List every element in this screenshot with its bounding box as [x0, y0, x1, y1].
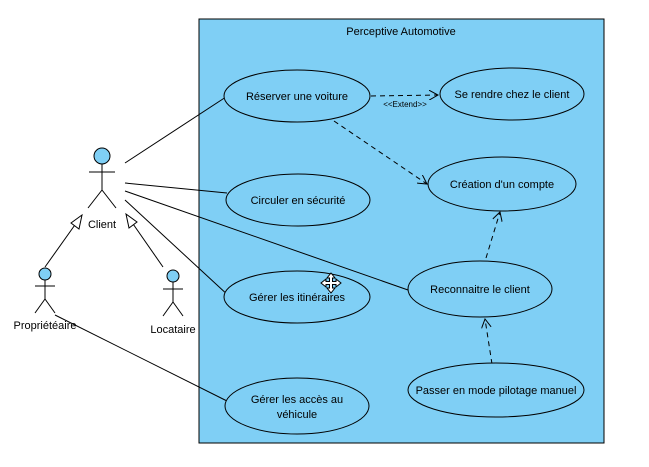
assoc-client-reconnaitre	[124, 190, 409, 291]
use-case-pilotage-label: Passer en mode pilotage manuel	[416, 385, 577, 397]
assoc-client-circuler	[124, 182, 228, 194]
use-case-rendre-shape	[439, 67, 585, 121]
actor-proprietaire-label: Propriétéaire	[14, 320, 77, 332]
use-case-reserver[interactable]: Réserver une voiture	[223, 69, 371, 123]
actor-locataire[interactable]	[162, 269, 184, 317]
actor-locataire-head	[166, 269, 180, 283]
actor-locataire-leg-right	[172, 301, 184, 317]
extend-label: <<Extend>>	[383, 100, 427, 109]
use-case-reserver-shape	[223, 69, 371, 123]
assoc-proprietaire-acces	[54, 314, 230, 403]
use-case-reconnaitre-label: Reconnaitre le client	[430, 284, 530, 296]
use-case-creation-shape	[427, 156, 577, 212]
dependency-arrows	[333, 95, 500, 365]
actor-client-leg-right	[101, 189, 117, 209]
actor-proprietaire-leg-right	[44, 298, 56, 314]
use-case-pilotage[interactable]: Passer en mode pilotage manuel	[407, 362, 585, 418]
use-case-gerer-acces-label-2: véhicule	[277, 409, 317, 421]
use-case-reserver-label: Réserver une voiture	[246, 91, 348, 103]
reserver-creation-arrow	[333, 120, 427, 184]
use-case-creation-label: Création d'un compte	[450, 179, 554, 191]
use-case-creation[interactable]: Création d'un compte	[427, 156, 577, 212]
use-case-gerer-itineraires-label: Gérer les itinéraires	[249, 292, 345, 304]
use-case-reconnaitre[interactable]: Reconnaitre le client	[407, 260, 553, 318]
use-case-circuler-label: Circuler en sécurité	[251, 195, 346, 207]
actor-client[interactable]	[87, 147, 117, 209]
actor-proprietaire-leg-left	[34, 298, 46, 314]
actor-locataire-leg-left	[162, 301, 174, 317]
gen-proprietaire-line	[44, 221, 78, 268]
actor-client-leg-left	[87, 189, 103, 209]
use-case-gerer-itineraires[interactable]: Gérer les itinéraires	[223, 270, 371, 324]
actor-client-label: Client	[88, 219, 116, 231]
use-case-gerer-acces[interactable]: Gérer les accès au véhicule	[224, 377, 370, 435]
actor-proprietaire-head	[38, 267, 52, 281]
use-case-circuler-shape	[225, 173, 371, 227]
gen-locataire-triangle	[125, 212, 138, 229]
use-case-reconnaitre-shape	[407, 260, 553, 318]
use-case-circuler[interactable]: Circuler en sécurité	[225, 173, 371, 227]
gen-locataire-line	[130, 220, 164, 268]
actor-client-head	[93, 147, 111, 165]
use-case-rendre[interactable]: Se rendre chez le client	[439, 67, 585, 121]
system-title: Perceptive Automotive	[346, 26, 455, 38]
gen-proprietaire-triangle	[70, 213, 83, 230]
actor-proprietaire[interactable]	[34, 267, 56, 314]
use-case-gerer-acces-label-1: Gérer les accès au	[251, 394, 343, 406]
use-case-pilotage-shape	[407, 362, 585, 418]
extend-arrow	[370, 95, 438, 96]
use-case-gerer-acces-shape	[224, 377, 370, 435]
assoc-client-reserver	[124, 94, 230, 164]
move-cursor-icon	[320, 272, 342, 294]
reconnaitre-creation-arrow	[485, 212, 500, 259]
assoc-client-itineraires	[124, 199, 231, 298]
association-lines	[54, 94, 409, 403]
generalizations	[44, 212, 164, 268]
actor-locataire-label: Locataire	[150, 324, 195, 336]
pilotage-reconnaitre-arrow	[485, 319, 493, 365]
use-case-rendre-label: Se rendre chez le client	[455, 89, 570, 101]
